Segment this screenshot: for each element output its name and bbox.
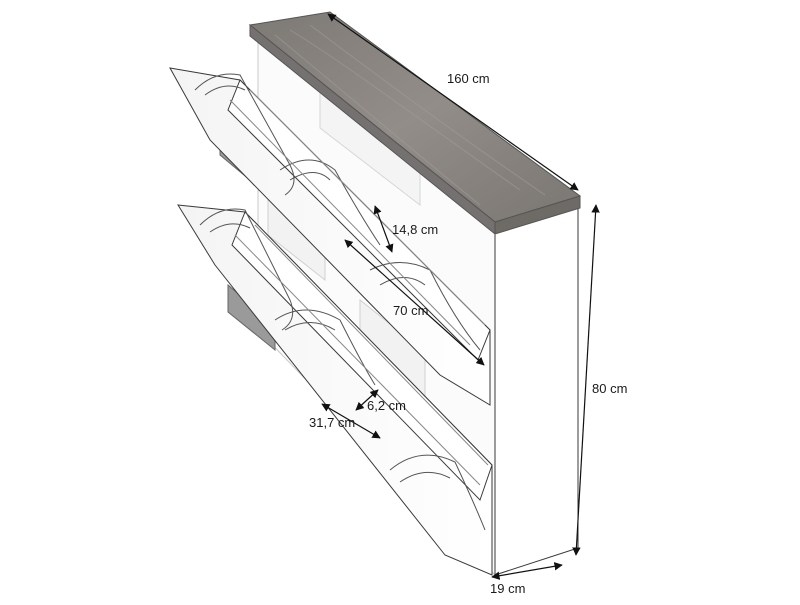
flap-depth-line — [321, 403, 381, 439]
flap-depth-label: 31,7 cm — [309, 415, 356, 430]
dimension-lines — [321, 13, 600, 580]
compartment-height-label: 14,8 cm — [392, 222, 439, 237]
height-dimension-line — [572, 204, 600, 556]
width-label: 160 cm — [447, 71, 490, 86]
depth-label: 19 cm — [490, 581, 526, 596]
width-dimension-line — [327, 13, 579, 191]
height-label: 80 cm — [592, 381, 628, 396]
compartment-width-line — [344, 239, 485, 366]
depth-dimension-line — [491, 562, 563, 580]
flap-gap-label: 6,2 cm — [367, 398, 407, 413]
compartment-width-label: 70 cm — [393, 303, 429, 318]
